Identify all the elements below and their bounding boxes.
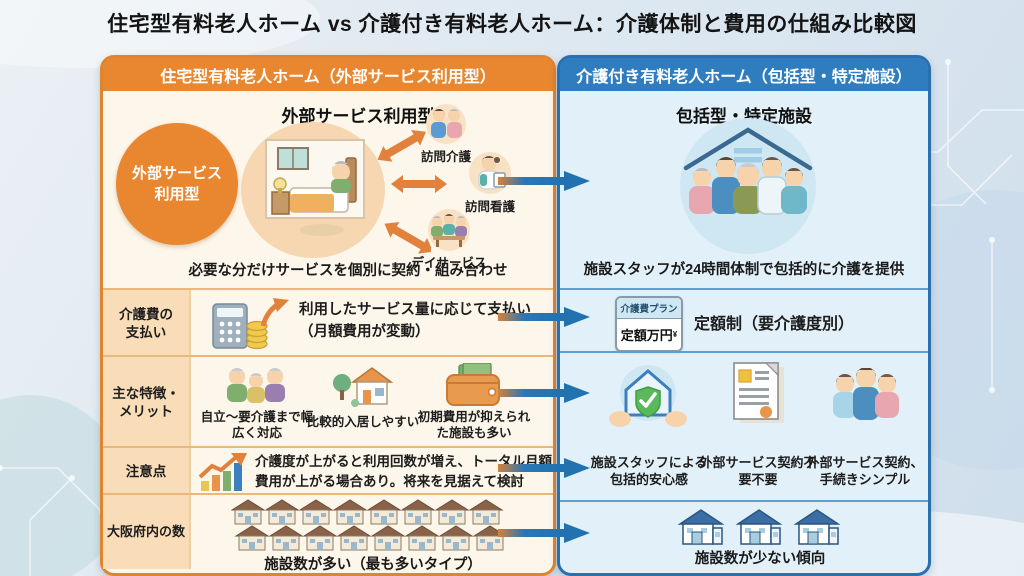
left-caution-label: 注意点 [103,448,191,495]
staff-team-icon [833,368,899,420]
day-service-label: デイサービス [411,256,487,270]
visiting-nurse-label: 訪問看護 [464,200,515,214]
external-service-type-badge: 外部サービス 利用型 [116,123,238,245]
right-panel-header: 介護付き有料老人ホーム（包括型・特定施設） [560,58,928,91]
right-feature-caption-1: 施設スタッフによる包括的安心感 [590,455,708,487]
left-features-row: 主な特徴・ メリット 自立～要介護まで幅広く対応 比較的入居しやすい [103,355,553,448]
yen-mark: ¥ [672,329,678,339]
badge-line2: 利用型 [154,186,200,203]
left-count-row: 大阪府内の数 施設数が多い（最も多いタイプ） [103,493,553,573]
left-payment-row: 介護費の 支払い 利用したサービス量に応じて支払い [103,288,553,357]
right-count-caption: 施設数が少ない傾向 [694,551,826,567]
connector-arrow-overview [498,171,590,191]
day-service-icon [428,209,470,251]
left-overview-caption: 必要な分だけサービスを個別に契約・組み合わせ [188,263,508,279]
left-count-caption: 施設数が多い（最も多いタイプ） [264,557,482,573]
badge-line1: 外部サービス [131,165,222,182]
right-payment-text: 定額制（要介護度別） [694,316,855,333]
left-features-label: 主な特徴・ メリット [103,357,191,448]
fee-plan-badge: 介護費プラン 定額万円¥ [615,296,683,352]
arrow-to-day-service [380,216,431,256]
left-caution-row: 注意点 介護度が上がると利用回数が増え、トータル月額費用が上がる場合あり。将来を… [103,446,553,495]
house-tree-icon [333,367,393,407]
facility-staff-illustration [680,118,816,254]
many-facilities-houses-icon [231,499,507,551]
left-feature-caption-3: 初期費用が抑えられた施設も多い [417,410,531,441]
left-payment-text-line1: 利用したサービス量に応じて支払い [299,302,531,318]
page-title: 住宅型有料老人ホーム vs 介護付き有料老人ホーム：介護体制と費用の仕組み比較図 [107,13,917,36]
connector-arrow-count [498,523,590,543]
visiting-care-label: 訪問介護 [420,150,471,164]
fee-plan-badge-bottom: 定額万円¥ [620,327,678,343]
house-shield-hands-icon [609,365,687,427]
contract-document-icon [733,362,784,423]
elderly-trio-icon [227,368,285,403]
right-feature-caption-2: 外部サービス契約不要不要 [699,455,817,487]
right-feature-caption-3: 外部サービス契約、手続きシンプル [806,455,924,487]
connector-arrow-features [498,383,590,403]
connector-arrow-payment [498,307,590,327]
right-features-row [560,351,928,502]
fee-plan-badge-top: 介護費プラン [617,298,681,319]
rising-cost-chart-icon [198,453,247,491]
left-count-label: 大阪府内の数 [103,495,191,569]
wallet-icon [446,363,500,406]
connector-arrow-caution [498,458,590,478]
right-overview-caption: 施設スタッフが24時間体制で包括的に介護を提供 [583,262,905,278]
few-facilities-houses-icon [679,509,839,545]
right-count-row [560,500,928,570]
visiting-care-icon [426,104,466,144]
left-panel-header: 住宅型有料老人ホーム（外部サービス利用型） [103,58,553,91]
left-panel-residential-home: 住宅型有料老人ホーム（外部サービス利用型） 外部サービス 利用型 外部サービス利… [100,55,556,576]
right-overview-heading: 包括型・特定施設 [676,107,812,126]
right-payment-row [560,288,928,353]
left-caution-text: 介護度が上がると利用回数が増え、トータル月額費用が上がる場合あり。将来を見据えて… [255,454,552,489]
left-feature-caption-2: 比較的入居しやすい [306,415,420,429]
calculator-coins-icon [212,298,289,350]
resident-room-illustration [241,122,385,258]
left-feature-caption-1: 自立～要介護まで幅広く対応 [200,410,314,441]
arrow-to-visiting-nurse [391,175,447,193]
left-payment-text-line2: （月額費用が変動） [299,323,430,340]
right-panel-care-home: 介護付き有料老人ホーム（包括型・特定施設） 包括型・特定施設 施設スタッフが24… [557,55,931,576]
left-overview-heading: 外部サービス利用型 [281,107,435,126]
left-payment-label: 介護費の 支払い [103,290,191,357]
